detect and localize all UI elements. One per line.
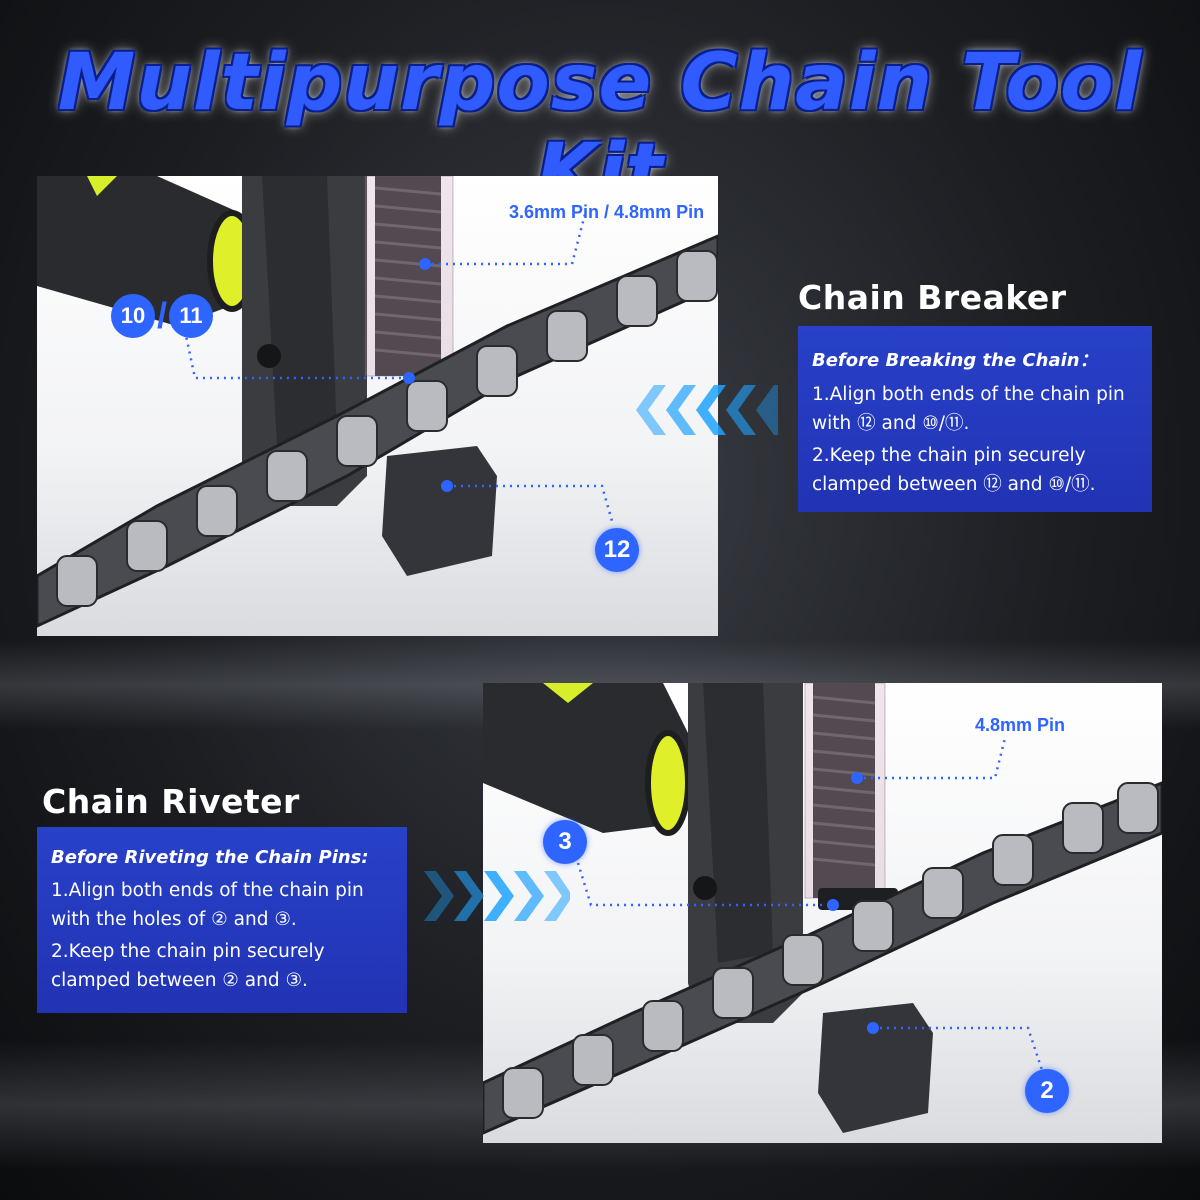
chain-breaker-instructions: Before Breaking the Chain： 1.Align both … (798, 326, 1152, 512)
chevrons-right-icon (424, 871, 570, 921)
breaker-badge-10-11: 10/11 (111, 294, 214, 338)
badge-separator: / (157, 295, 168, 336)
chain-riveter-heading: Chain Riveter (42, 782, 300, 821)
riveter-step-2: 2.Keep the chain pin securely clamped be… (51, 941, 325, 991)
riveter-step-1: 1.Align both ends of the chain pin with … (51, 880, 364, 930)
chain-riveter-photo: 4.8mm Pin 3 2 (483, 683, 1162, 1143)
breaker-pin-label: 3.6mm Pin / 4.8mm Pin (509, 202, 705, 222)
chain-breaker-heading: Chain Breaker (798, 278, 1067, 317)
riveter-pin-label: 4.8mm Pin (975, 715, 1066, 735)
badge-11: 11 (169, 294, 214, 338)
chain-riveter-instructions: Before Riveting the Chain Pins: 1.Align … (37, 827, 407, 1013)
chain-riveter-illustration (483, 683, 1162, 1135)
riveter-badge-3: 3 (543, 820, 587, 864)
page-title: Multipurpose Chain Tool Kit (57, 38, 1143, 218)
badge-10: 10 (111, 294, 155, 338)
breaker-panel-heading: Before Breaking the Chain： (812, 350, 1098, 371)
chevrons-left-icon (636, 385, 778, 435)
chain-breaker-illustration (37, 176, 718, 628)
breaker-step-1: 1.Align both ends of the chain pin with … (812, 384, 1125, 434)
breaker-badge-12: 12 (595, 528, 639, 572)
riveter-panel-heading: Before Riveting the Chain Pins: (51, 847, 369, 868)
riveter-badge-2: 2 (1025, 1069, 1069, 1113)
chain-breaker-photo: 3.6mm Pin / 4.8mm Pin 10/11 12 (37, 176, 718, 636)
breaker-step-2: 2.Keep the chain pin securely clamped be… (812, 445, 1096, 495)
